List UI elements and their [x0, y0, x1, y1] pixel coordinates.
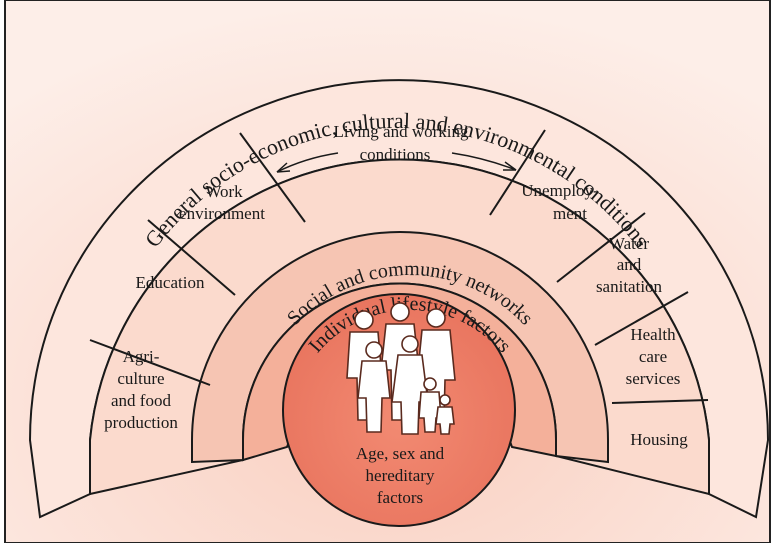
svg-text:sanitation: sanitation	[596, 277, 663, 296]
svg-text:factors: factors	[377, 488, 423, 507]
svg-text:ment: ment	[553, 204, 587, 223]
agriculture-label: Agri- culture and food production	[104, 347, 178, 432]
svg-text:Agri-: Agri-	[123, 347, 160, 366]
education-label: Education	[136, 273, 205, 292]
sector-dividers	[89, 129, 709, 404]
living-working-label: Living and working conditions	[333, 122, 469, 164]
svg-text:environment: environment	[179, 204, 265, 223]
svg-text:and food: and food	[111, 391, 171, 410]
core-label: Age, sex and hereditary factors	[356, 444, 445, 507]
double-arrow-icon	[276, 152, 517, 173]
unemployment-label: Unemploy- ment	[521, 181, 599, 223]
svg-text:culture: culture	[117, 369, 164, 388]
svg-text:hereditary: hereditary	[366, 466, 435, 485]
housing-label: Housing	[630, 430, 688, 449]
svg-text:Health: Health	[630, 325, 676, 344]
water-sanitation-label: Water and sanitation	[596, 234, 663, 296]
svg-text:conditions: conditions	[360, 145, 431, 164]
svg-text:services: services	[626, 369, 681, 388]
svg-text:Age, sex and: Age, sex and	[356, 444, 445, 463]
svg-text:Water: Water	[609, 234, 649, 253]
svg-text:Unemploy-: Unemploy-	[521, 181, 599, 200]
work-environment-label: Work environment	[179, 182, 265, 223]
svg-text:Living and working: Living and working	[333, 122, 469, 141]
svg-text:and: and	[617, 255, 642, 274]
health-care-label: Health care services	[626, 325, 681, 388]
svg-text:production: production	[104, 413, 178, 432]
svg-text:care: care	[639, 347, 667, 366]
people-group-icon	[346, 302, 456, 435]
svg-text:Work: Work	[205, 182, 243, 201]
